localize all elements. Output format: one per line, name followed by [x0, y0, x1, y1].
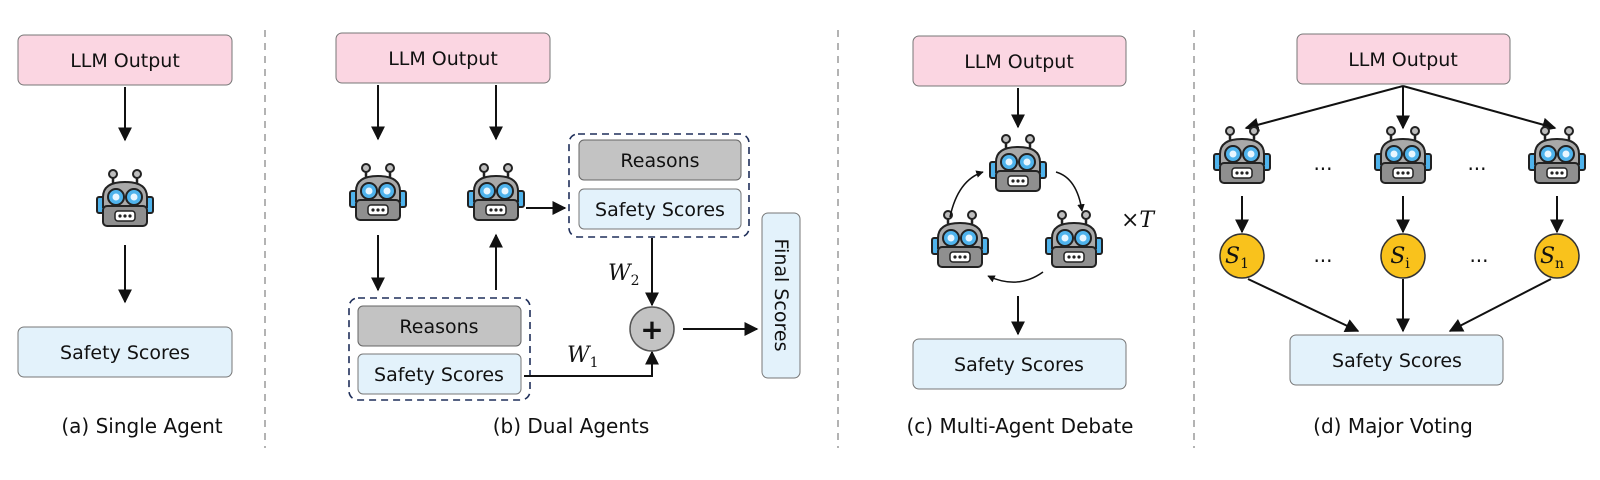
llm-output-box	[1296, 33, 1511, 85]
robot-icon-left	[930, 209, 990, 269]
safety-scores-box	[17, 326, 233, 378]
safety-scores-box-bottom	[357, 353, 522, 395]
weight-w2: W2	[608, 261, 640, 289]
robot-icon-1	[1212, 125, 1272, 185]
caption-b: (b) Dual Agents	[493, 414, 650, 438]
safety-scores-box	[912, 338, 1127, 390]
plus-symbol: +	[640, 313, 663, 346]
robot-icon-right	[466, 162, 526, 222]
ellipsis-3: ...	[1313, 243, 1332, 267]
bottom-reasons-group	[348, 297, 531, 401]
top-reasons-group	[568, 133, 750, 238]
reasons-box-top	[578, 139, 742, 181]
score-node-i	[1380, 233, 1426, 279]
llm-output-box	[912, 35, 1127, 87]
robot-icon-right	[1044, 209, 1104, 269]
llm-output-box	[17, 34, 233, 86]
caption-a: (a) Single Agent	[61, 414, 222, 438]
safety-scores-box	[1289, 334, 1504, 386]
reasons-box-bottom	[357, 305, 522, 347]
llm-output-label: LLM Output	[70, 50, 180, 72]
weight-w1: W1	[567, 343, 599, 371]
panel-a-single-agent: LLM Output Safety Scores (a) Single Agen…	[17, 34, 233, 438]
ellipsis-4: ...	[1469, 243, 1488, 267]
safety-scores-label: Safety Scores	[60, 342, 190, 364]
panel-d-major-voting: LLM Output ... ... S1 Si Sn ... ... Safe…	[1212, 33, 1587, 438]
final-scores-label: Final Scores	[770, 239, 792, 352]
robot-icon-n	[1527, 125, 1587, 185]
safety-scores-label: Safety Scores	[954, 354, 1084, 376]
panel-b-dual-agents: LLM Output Reasons Safety Scores Reasons…	[335, 32, 801, 438]
score-label-i: Si	[1390, 244, 1410, 272]
score-label-1: S1	[1225, 244, 1249, 272]
safety-scores-label: Safety Scores	[1332, 350, 1462, 372]
llm-output-label: LLM Output	[1348, 49, 1458, 71]
score-label-n: Sn	[1540, 244, 1564, 272]
safety-scores-label-top: Safety Scores	[595, 199, 725, 221]
safety-scores-box-top	[578, 188, 742, 230]
robot-icon	[95, 168, 155, 228]
ellipsis-2: ...	[1467, 151, 1486, 175]
iterations-label: ×T	[1121, 208, 1156, 233]
robot-icon-top	[988, 133, 1048, 193]
llm-output-box	[335, 32, 551, 84]
caption-c: (c) Multi-Agent Debate	[907, 414, 1134, 438]
robot-icon-i	[1373, 125, 1433, 185]
safety-scores-label-bottom: Safety Scores	[374, 364, 504, 386]
reasons-label-top: Reasons	[620, 150, 699, 172]
sum-node	[629, 306, 675, 352]
ellipsis-1: ...	[1313, 151, 1332, 175]
final-scores-box	[761, 212, 801, 379]
caption-d: (d) Major Voting	[1313, 414, 1473, 438]
llm-output-label: LLM Output	[388, 48, 498, 70]
robot-icon-left	[348, 162, 408, 222]
panel-c-multi-agent-debate: LLM Output ×T Safety Scores (c) Multi-Ag…	[907, 35, 1156, 438]
reasons-label-bottom: Reasons	[399, 316, 478, 338]
score-node-n	[1534, 233, 1580, 279]
score-node-1	[1219, 233, 1265, 279]
llm-output-label: LLM Output	[964, 51, 1074, 73]
